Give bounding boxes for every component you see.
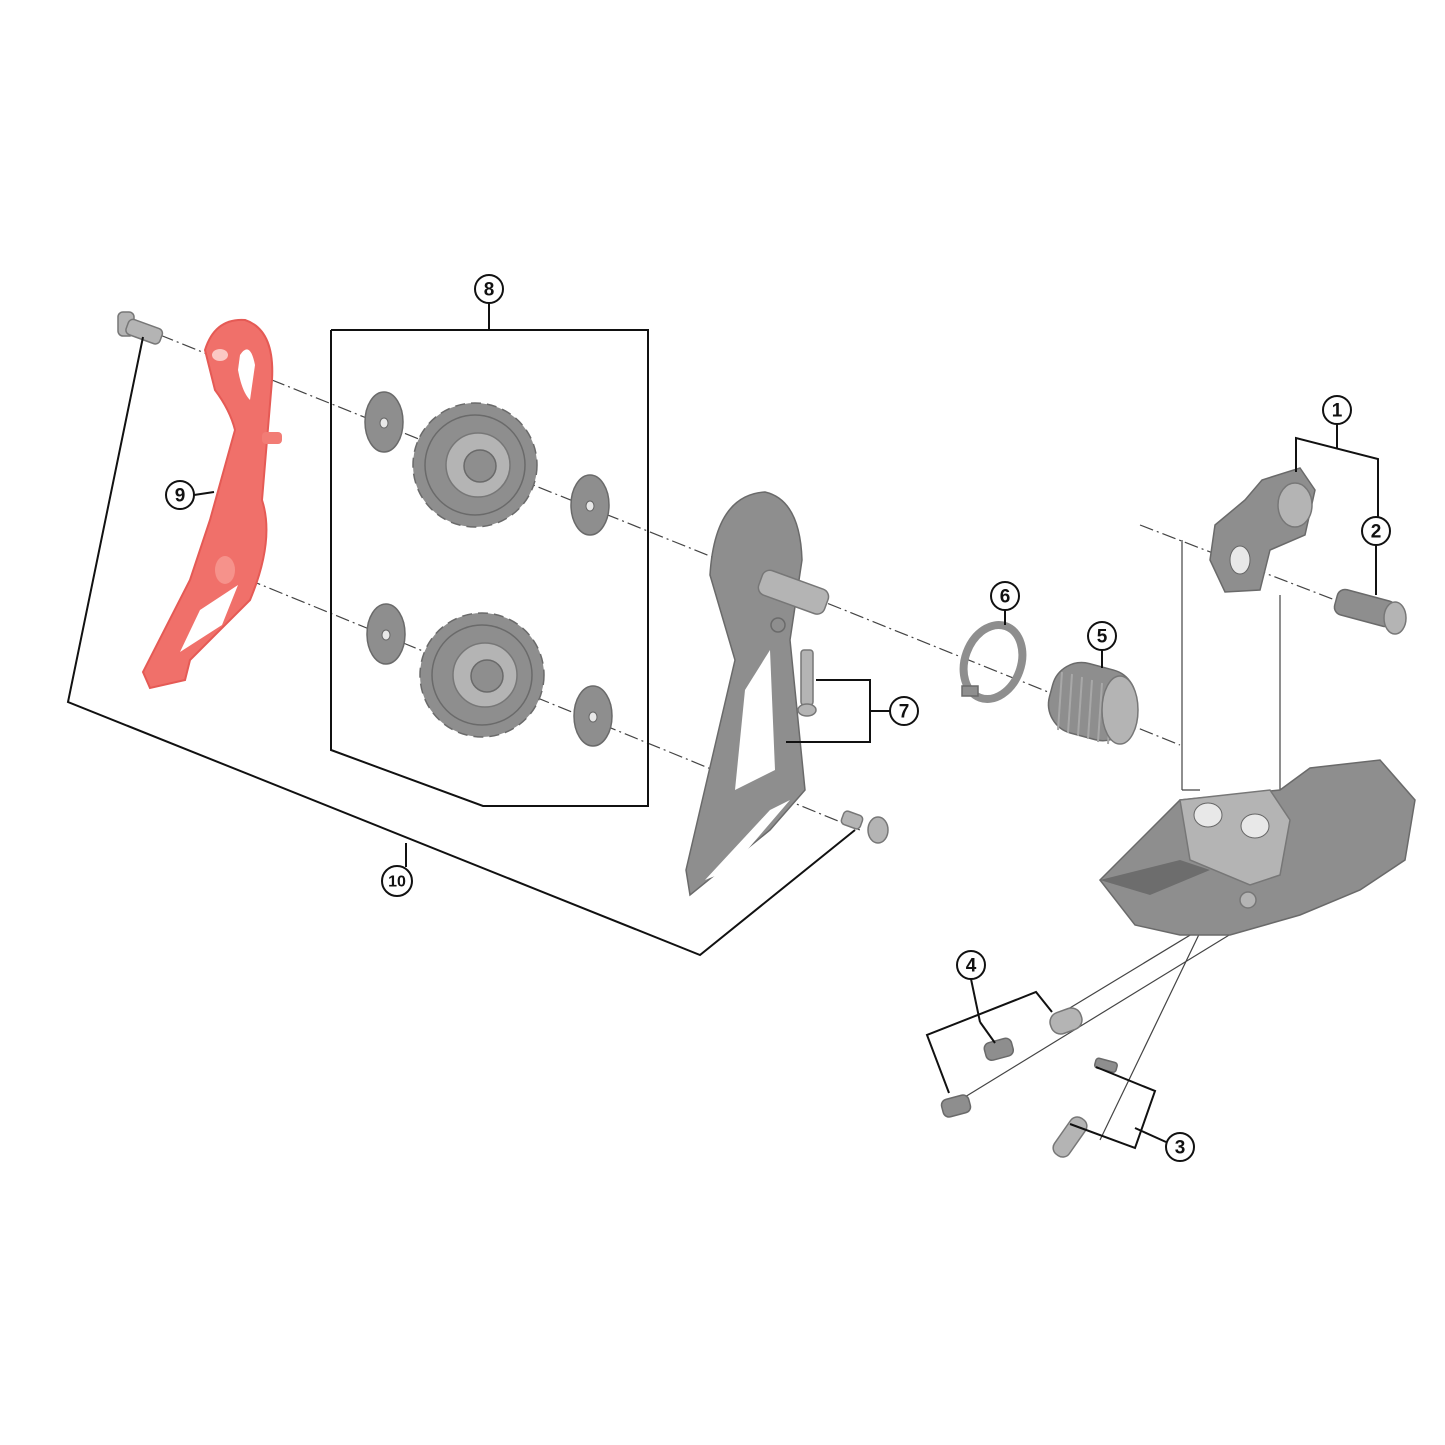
callout-10[interactable]: 10 (381, 865, 413, 897)
callout-5[interactable]: 5 (1087, 621, 1117, 651)
callout-label: 1 (1332, 401, 1343, 422)
cage-stopper-pin[interactable] (797, 649, 817, 717)
cage-bolt-top[interactable] (117, 311, 164, 345)
callout-6[interactable]: 6 (990, 581, 1020, 611)
b-axle-bracket-unit[interactable] (1209, 467, 1316, 593)
inner-cage-plate-highlighted[interactable] (141, 318, 282, 690)
guide-pulley (412, 402, 538, 528)
callout-label: 4 (966, 956, 977, 977)
callout-label: 5 (1097, 627, 1108, 648)
callout-label: 2 (1371, 522, 1382, 543)
p-plate-bushing-ring[interactable] (954, 617, 1033, 708)
callout-7[interactable]: 7 (889, 696, 919, 726)
tension-pulley (419, 612, 545, 738)
outer-cage-plate[interactable] (685, 491, 831, 897)
callout-label: 3 (1175, 1138, 1186, 1159)
callout-9[interactable]: 9 (165, 480, 195, 510)
b-axle-bolt[interactable] (1333, 588, 1407, 635)
return-spring[interactable] (1042, 656, 1143, 748)
callout-label: 7 (899, 702, 910, 723)
callout-label: 9 (175, 486, 186, 507)
adjusting-screws[interactable] (940, 1005, 1085, 1118)
callout-label: 8 (484, 280, 495, 301)
callout-1[interactable]: 1 (1322, 395, 1352, 425)
callout-8[interactable]: 8 (474, 274, 504, 304)
pulley-set[interactable] (364, 391, 613, 747)
cage-bolt-bottom[interactable] (840, 810, 889, 844)
fixing-pin-and-washer[interactable] (1050, 1057, 1118, 1161)
callout-2[interactable]: 2 (1361, 516, 1391, 546)
plate-hole (212, 349, 228, 361)
callout-3[interactable]: 3 (1165, 1132, 1195, 1162)
callout-label: 6 (1000, 587, 1011, 608)
derailleur-body[interactable] (1099, 759, 1416, 936)
leader-lines (66, 303, 1379, 1150)
callout-label: 10 (388, 874, 406, 891)
callout-4[interactable]: 4 (956, 950, 986, 980)
